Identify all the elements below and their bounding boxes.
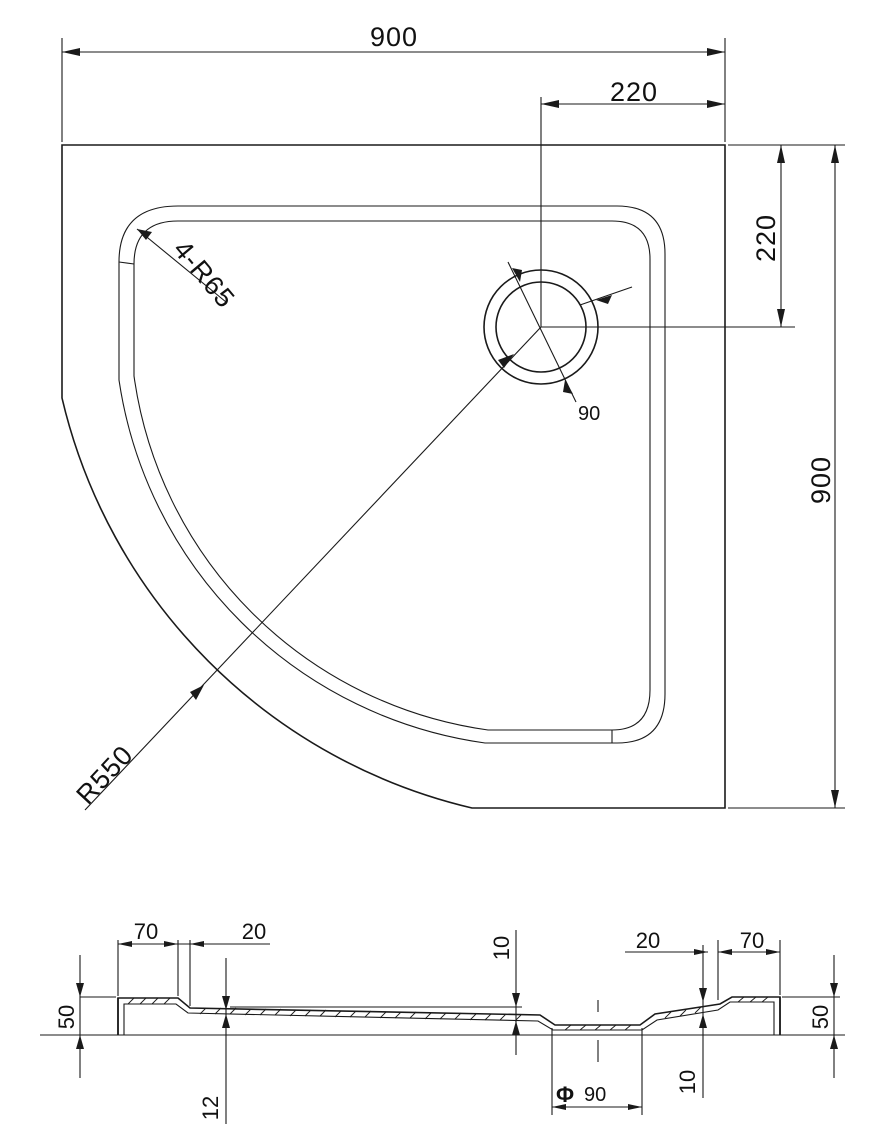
arrow-right (707, 48, 725, 56)
arrow (190, 941, 204, 947)
tray-outer-outline (61, 144, 726, 809)
arrow (164, 941, 178, 947)
arrow-down (831, 790, 839, 808)
drain-step-height-label: 10 (489, 936, 514, 960)
r65-arrow (137, 229, 152, 240)
slope-width-left-label: 20 (242, 919, 266, 944)
plan-dimensions: 900 220 220 900 4-R65 R550 90 (61, 22, 845, 811)
arrow (718, 949, 732, 955)
height-right-label: 50 (808, 1005, 833, 1029)
arrow-up (831, 145, 839, 163)
r550-arrow (190, 685, 204, 700)
drain-dia-leader (507, 261, 577, 403)
arrow-up (777, 145, 785, 163)
base-thickness-label: 12 (198, 1096, 223, 1120)
drain-diameter-section-label: 90 (584, 1084, 606, 1106)
drain-dia-arrow (512, 268, 522, 282)
section-hatching (127, 996, 769, 1031)
drain-center-arrow (498, 354, 514, 368)
arrow (699, 1014, 707, 1028)
arrow (830, 1035, 838, 1049)
drain-ring-leader (579, 286, 633, 306)
arrow (552, 1104, 566, 1110)
arrow (222, 996, 230, 1010)
arc-radius-label: R550 (70, 740, 139, 811)
height-left-label: 50 (54, 1005, 79, 1029)
rim-width-right-label: 70 (740, 928, 764, 953)
arrow (76, 1035, 84, 1049)
drain-dia-arrow (563, 380, 573, 394)
drain-step-height-right-label: 10 (675, 1070, 700, 1094)
arrow (222, 1014, 230, 1028)
arrow (118, 941, 132, 947)
r550-leader (84, 326, 542, 811)
arrow-right (707, 100, 725, 108)
arrow-down (777, 309, 785, 327)
arrow (694, 949, 708, 955)
slope-width-right-label: 20 (636, 928, 660, 953)
arrow (766, 949, 780, 955)
drain-offset-y-label: 220 (751, 214, 781, 262)
section-dimensions: 70 20 50 12 10 20 70 (54, 919, 840, 1124)
arrow (512, 993, 520, 1007)
arrow-left (62, 48, 80, 56)
overall-depth-label: 900 (806, 456, 836, 504)
arrow-left (541, 100, 559, 108)
arrow (76, 983, 84, 997)
plan-view (61, 97, 795, 811)
overall-width-label: 900 (370, 22, 418, 52)
rim-width-left-label: 70 (134, 919, 158, 944)
arrow (628, 1104, 642, 1110)
corner-radius-label: 4-R65 (167, 235, 240, 314)
drain-offset-x-label: 220 (610, 77, 658, 107)
tray-inner-lip-inner (133, 220, 651, 731)
tray-inner-lip-outer (118, 205, 666, 744)
drain-ring-arrow (596, 295, 612, 304)
arrow (512, 1021, 520, 1035)
section-shell-inner (123, 1001, 775, 1035)
arrow (699, 988, 707, 1002)
arrow (830, 983, 838, 997)
r65-leader (136, 228, 227, 303)
diameter-symbol: Φ (556, 1082, 574, 1107)
section-view (40, 996, 845, 1062)
lip-joint (118, 261, 135, 265)
section-left-wall (117, 996, 781, 1035)
drain-diameter-label: 90 (578, 403, 600, 425)
